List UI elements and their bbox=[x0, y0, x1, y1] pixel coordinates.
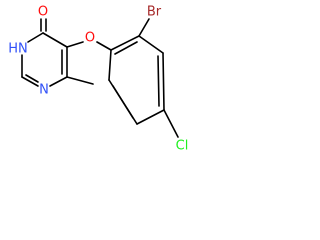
bond-c7-c8-second bbox=[157, 55, 160, 107]
bond-lines bbox=[21, 18, 179, 138]
bond-c5a-c9a bbox=[108, 49, 112, 81]
bond-c2-n1-second bbox=[25, 74, 39, 83]
bond-n1-c9b bbox=[49, 76, 68, 87]
atom-label-ring-nitrogen: N bbox=[39, 83, 49, 98]
atom-label-bromine: Br bbox=[147, 5, 162, 20]
bond-c4-n3 bbox=[27, 32, 44, 43]
atom-label-carbonyl-oxygen: O bbox=[38, 5, 48, 20]
atom-label-furan-oxygen: O bbox=[85, 31, 95, 46]
molecule-structure: O O HN N Br Cl bbox=[8, 5, 188, 154]
bond-c7-c8 bbox=[162, 52, 165, 111]
bond-o5-c5a bbox=[96, 41, 112, 51]
atom-labels: O O HN N Br Cl bbox=[8, 5, 188, 154]
bond-c6-br bbox=[138, 18, 150, 37]
bond-c4a-o5 bbox=[66, 41, 84, 48]
bond-c8-c9 bbox=[136, 109, 165, 125]
bond-c9-c9a-second bbox=[112, 85, 134, 119]
bond-c4-c4a bbox=[42, 32, 68, 48]
bond-c9b-c9a bbox=[66, 76, 94, 85]
atom-label-nh: HN bbox=[8, 42, 28, 57]
bond-c2-n1 bbox=[21, 76, 39, 87]
atom-label-chlorine: Cl bbox=[176, 139, 189, 154]
bond-c5a-c6 bbox=[110, 35, 140, 51]
bond-c6-c7 bbox=[138, 35, 164, 54]
bond-c8-cl bbox=[163, 109, 179, 138]
bond-c5a-c6-second bbox=[114, 41, 138, 55]
